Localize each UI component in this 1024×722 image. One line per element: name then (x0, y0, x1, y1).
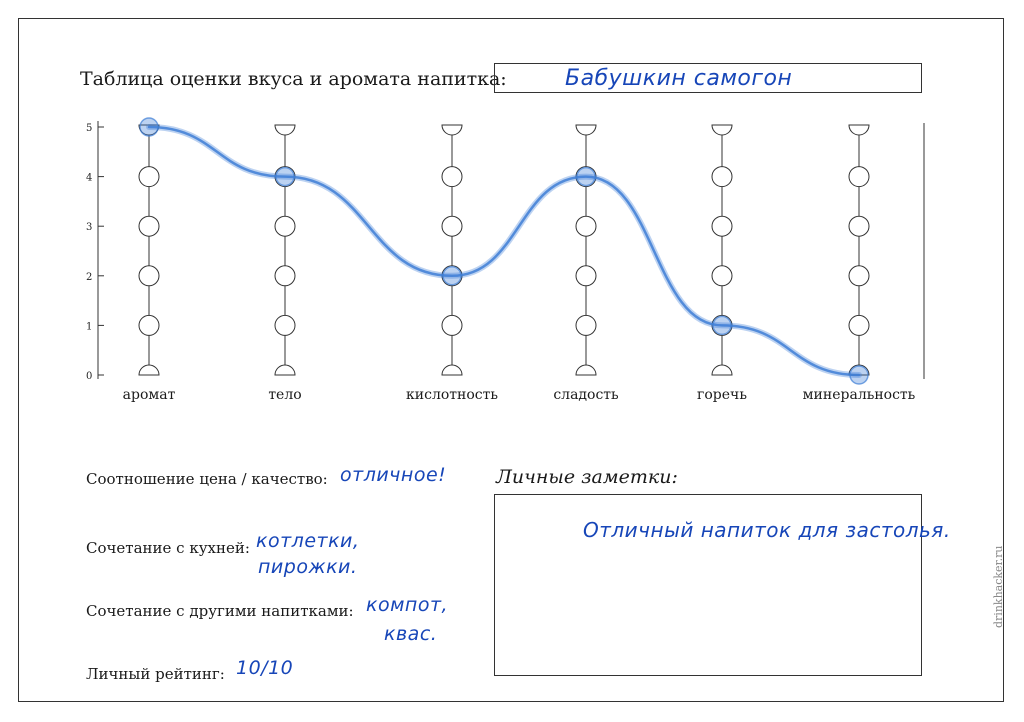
y-tick-label: 4 (86, 173, 92, 184)
drink-name-field[interactable] (494, 63, 922, 93)
rating-label: Личный рейтинг: (86, 665, 225, 683)
rating-circle-4[interactable] (848, 166, 870, 188)
data-point (712, 315, 732, 336)
rating-circle-0[interactable] (575, 364, 597, 376)
page-frame (18, 18, 1004, 702)
rating-circle-4[interactable] (711, 166, 733, 188)
y-tick-label: 3 (86, 222, 92, 233)
rating-circle-5[interactable] (274, 124, 296, 136)
category-label: минеральность (803, 387, 916, 403)
rating-circle-0[interactable] (711, 364, 733, 376)
data-point (576, 166, 596, 187)
rating-circle-2[interactable] (274, 265, 296, 287)
drinks-value-line1: компот, (366, 594, 449, 616)
rating-circle-2[interactable] (711, 265, 733, 287)
rating-circle-3[interactable] (274, 215, 296, 237)
rating-circle-4[interactable] (138, 166, 160, 188)
cuisine-value-line2: пирожки. (258, 556, 358, 578)
rating-circle-3[interactable] (711, 215, 733, 237)
notes-field[interactable] (494, 494, 922, 676)
category-label: кислотность (406, 387, 498, 403)
rating-circle-5[interactable] (711, 124, 733, 136)
drinks-label: Сочетание с другими напитками: (86, 602, 354, 620)
rating-circle-5[interactable] (848, 124, 870, 136)
rating-value: 10/10 (236, 657, 294, 679)
data-point (849, 365, 869, 385)
rating-circle-1[interactable] (441, 314, 463, 336)
data-point (139, 117, 159, 137)
drinks-value-line2: квас. (384, 623, 438, 645)
rating-circle-2[interactable] (848, 265, 870, 287)
rating-circle-0[interactable] (274, 364, 296, 376)
watermark: drinkhacker.ru (992, 545, 1005, 628)
rating-circle-1[interactable] (848, 314, 870, 336)
category-label: аромат (123, 387, 176, 403)
data-point (442, 266, 462, 286)
rating-circle-3[interactable] (138, 215, 160, 237)
category-label: тело (268, 387, 301, 403)
y-tick-label: 1 (86, 321, 92, 332)
category-label: сладость (553, 387, 619, 403)
rating-circle-0[interactable] (441, 364, 463, 376)
rating-circle-1[interactable] (274, 314, 296, 336)
rating-circle-1[interactable] (575, 314, 597, 336)
y-tick-label: 0 (86, 371, 92, 382)
series-line-glow (146, 124, 862, 378)
rating-circle-5[interactable] (575, 124, 597, 136)
price-quality-value: отличное! (340, 464, 447, 486)
notes-title: Личные заметки: (496, 466, 678, 488)
rating-circle-2[interactable] (138, 265, 160, 287)
cuisine-value-line1: котлетки, (256, 530, 360, 552)
y-tick-label: 2 (86, 272, 92, 283)
notes-text: Отличный напиток для застолья. (583, 518, 951, 542)
rating-circle-3[interactable] (848, 215, 870, 237)
y-tick-label: 5 (86, 123, 92, 134)
rating-circle-3[interactable] (441, 215, 463, 237)
rating-circle-1[interactable] (138, 314, 160, 336)
category-label: горечь (697, 387, 747, 403)
drink-name-value: Бабушкин самогон (565, 66, 793, 91)
series-line (147, 125, 861, 377)
rating-circle-2[interactable] (575, 265, 597, 287)
rating-circle-4[interactable] (441, 166, 463, 188)
sheet-title: Таблица оценки вкуса и аромата напитка: (80, 68, 507, 90)
price-quality-label: Соотношение цена / качество: (86, 470, 328, 488)
rating-circle-3[interactable] (575, 215, 597, 237)
rating-circle-0[interactable] (138, 364, 160, 376)
data-point (275, 166, 295, 187)
rating-circle-5[interactable] (441, 124, 463, 136)
cuisine-label: Сочетание с кухней: (86, 539, 250, 557)
